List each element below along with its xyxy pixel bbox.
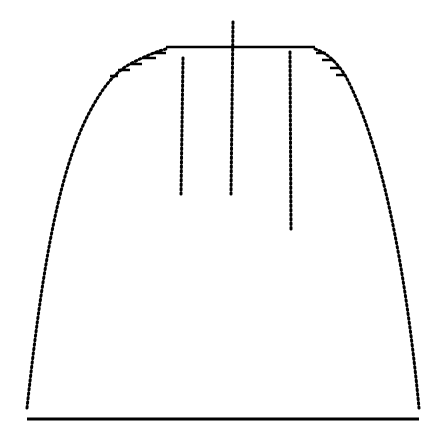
left-dotted-line <box>179 56 185 196</box>
center-dotted-line <box>229 20 235 196</box>
left-shoulder-steps <box>110 51 166 78</box>
right-shoulder-steps <box>316 51 344 77</box>
right-dotted-curve <box>313 47 421 410</box>
left-dotted-curve <box>25 47 168 410</box>
right-dotted-line <box>288 50 293 232</box>
